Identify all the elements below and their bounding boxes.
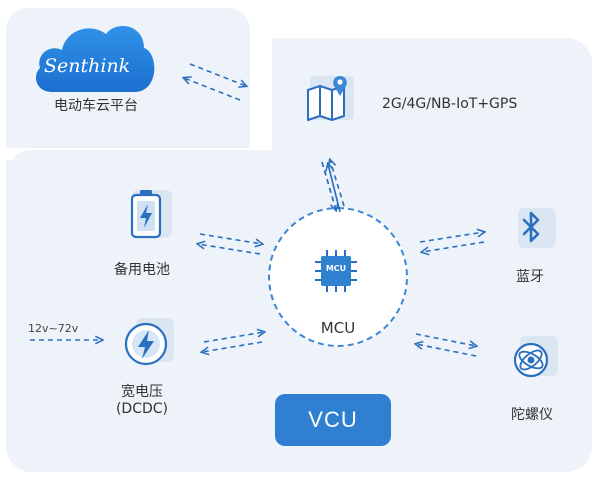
cloud-logo-text: Senthink <box>44 55 131 77</box>
dcdc-label-line2: (DCDC) <box>115 401 169 417</box>
mcu-chip-text: MCU <box>325 264 347 273</box>
gyroscope-icon <box>513 336 558 378</box>
bluetooth-icon <box>518 208 556 248</box>
bluetooth-label: 蓝牙 <box>516 269 544 285</box>
gyroscope-label: 陀螺仪 <box>511 407 553 423</box>
cloud-platform-label: 电动车云平台 <box>54 98 138 114</box>
dcdc-label-line1: 宽电压 <box>121 384 163 400</box>
network-label: 2G/4G/NB-IoT+GPS <box>382 96 518 112</box>
panel-gap-right <box>250 8 272 154</box>
battery-label: 备用电池 <box>114 262 170 278</box>
map-icon <box>307 76 354 121</box>
power-bolt-icon <box>124 318 174 366</box>
voltage-range-label: 12v~72v <box>28 322 79 335</box>
vcu-badge: VCU <box>275 394 391 446</box>
system-panel-fill <box>272 120 592 180</box>
mcu-label: MCU <box>320 319 356 337</box>
battery-icon <box>130 190 172 239</box>
cloud-logo-icon <box>36 25 155 92</box>
mcu-chip-icon <box>315 250 357 292</box>
